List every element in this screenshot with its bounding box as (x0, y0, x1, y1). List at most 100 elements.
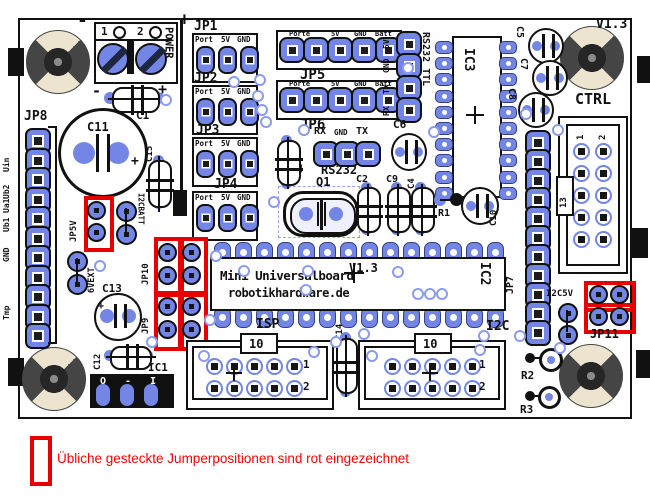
pad (182, 266, 201, 285)
cap-symbol (542, 34, 555, 58)
c15-cap (146, 156, 174, 212)
pad (595, 209, 612, 226)
jp5v-label: JP5V (69, 220, 79, 242)
pad (299, 207, 313, 221)
via (268, 196, 280, 208)
cap-symbol (546, 66, 559, 90)
rs232-pin-tx: TX (356, 126, 369, 137)
jp3-label: JP3 (196, 123, 220, 138)
pad (144, 384, 158, 406)
via (478, 330, 490, 342)
pad (327, 37, 353, 63)
pad (104, 350, 115, 361)
pad (218, 98, 237, 126)
jp8-bracket-tick (48, 342, 56, 344)
pad (435, 138, 453, 152)
lead (287, 137, 289, 189)
c2-label: C2 (356, 174, 369, 185)
via (210, 250, 222, 262)
pad (355, 141, 381, 167)
pad (558, 325, 578, 345)
pad (536, 73, 546, 83)
via (474, 344, 486, 356)
edge-pad (636, 350, 650, 378)
pad (435, 89, 453, 103)
divider (96, 39, 172, 41)
isp-row2: 2 (303, 380, 310, 393)
lead (106, 356, 156, 358)
pad (499, 41, 517, 54)
lead (421, 184, 423, 236)
lead (125, 208, 127, 232)
lead (397, 184, 399, 236)
via (392, 266, 404, 278)
pad (550, 41, 560, 51)
cap-symbol (114, 304, 127, 328)
jp4-pin-port: Port (195, 193, 214, 202)
jp4-label: JP4 (214, 177, 238, 192)
rs232ttl-pin-tx: TX (382, 84, 391, 94)
lead (158, 156, 160, 212)
i2c-size: 10 (423, 337, 438, 351)
cap-symbol (96, 134, 110, 172)
pad (466, 201, 476, 211)
c4-cap (409, 184, 437, 236)
rs232-pin-gnd: GND (334, 128, 348, 137)
c13-cap: + (94, 293, 142, 341)
pad (182, 243, 201, 262)
via (308, 346, 320, 358)
lead (566, 310, 568, 332)
ic3-label: IC3 (461, 48, 476, 72)
mounting-hole (22, 347, 86, 411)
terminal-1-screw (113, 26, 126, 39)
terminal-pad (135, 43, 167, 75)
rs232ttl-label: RS232 TTL (420, 32, 431, 87)
board-title-version: V1.3 (349, 261, 378, 275)
screw-slot (100, 46, 129, 74)
crystal-symbol (324, 202, 326, 226)
pad (404, 358, 421, 375)
i2c-row2: 2 (479, 380, 486, 393)
c10-cap (461, 187, 499, 225)
pad (196, 204, 215, 232)
lead (530, 395, 544, 397)
pad (196, 150, 215, 178)
pad (435, 57, 453, 71)
pad (595, 231, 612, 248)
via (94, 260, 106, 272)
jp8-bracket (55, 126, 57, 344)
mounting-hole (26, 30, 90, 94)
lead (108, 98, 164, 100)
ctrl-part: 13 (556, 176, 574, 216)
ext-label: 6VEXT (87, 267, 97, 293)
cap-symbol (476, 194, 489, 218)
pad (158, 266, 177, 285)
pad (499, 89, 517, 103)
pad (240, 204, 259, 232)
rs232-pin-rx: RX (314, 126, 327, 137)
pad (573, 187, 590, 204)
pad (226, 380, 243, 397)
cap-symbol (126, 344, 139, 370)
pad (196, 46, 215, 74)
pad (573, 143, 590, 160)
lead (440, 199, 456, 201)
jp9-jumper (154, 291, 184, 351)
jp2-pin-gnd: GND (237, 87, 251, 96)
pad (573, 209, 590, 226)
pad (435, 154, 453, 168)
pad (100, 309, 114, 323)
pad (218, 46, 237, 74)
c7-label: C7 (518, 58, 529, 71)
c1-plus: + (158, 80, 168, 98)
via (552, 124, 564, 136)
c6-label: C6 (393, 118, 407, 131)
pad (435, 105, 453, 119)
jp1-pin-port: Port (195, 35, 214, 44)
jp3-pin-port: Port (195, 139, 214, 148)
via (302, 265, 314, 277)
pad (240, 98, 259, 126)
cap-symbol (275, 158, 303, 171)
terminal-2-label: 2 (137, 25, 144, 38)
